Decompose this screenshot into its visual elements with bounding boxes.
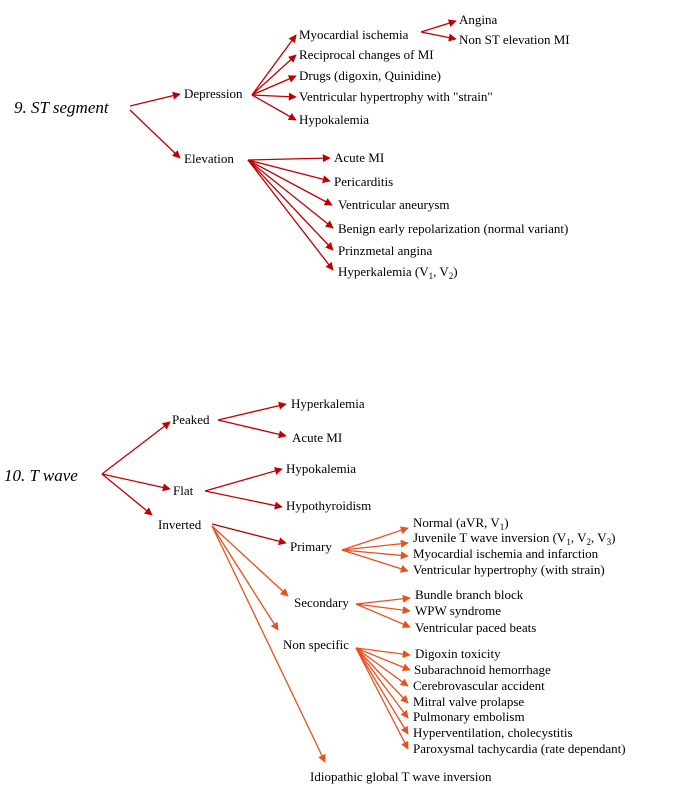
t-wave-heading: 10. T wave	[4, 466, 78, 485]
non-specific-item: Subarachnoid hemorrhage	[414, 662, 551, 677]
peaked-item: Hyperkalemia	[291, 396, 365, 411]
arrow-elevation-pericarditis	[247, 159, 331, 184]
primary-item-normal: Normal (aVR, V1)	[413, 515, 509, 532]
arrow-elevation-hyperkalemia	[247, 159, 334, 271]
arrow-nonspecific-tachycardia	[355, 647, 409, 750]
arrow-flat-hypokalemia	[204, 467, 283, 492]
t-wave-red-arrows	[101, 401, 287, 546]
arrow-depression-myocardial-ischemia	[251, 34, 297, 96]
elevation-item-hyperkalemia: Hyperkalemia (V1, V2)	[338, 264, 458, 281]
primary-item: Myocardial ischemia and infarction	[413, 546, 599, 561]
non-specific-item: Cerebrovascular accident	[413, 678, 545, 693]
flat-label: Flat	[173, 483, 194, 498]
arrow-depression-drugs	[251, 75, 297, 96]
depression-item: Reciprocal changes of MI	[299, 47, 434, 62]
st-segment-section: 9. ST segment Depression Elevation Myoca…	[14, 12, 570, 281]
non-specific-item: Paroxysmal tachycardia (rate dependant)	[413, 741, 626, 756]
secondary-item: Bundle branch block	[415, 587, 524, 602]
primary-label: Primary	[290, 539, 332, 554]
arrow-depression-hypertrophy	[251, 92, 297, 101]
arrow-nonspecific-pe	[355, 647, 409, 719]
arrow-inverted-primary	[211, 523, 287, 546]
arrow-flat-hypothyroidism	[204, 490, 283, 510]
arrow-st-to-elevation	[129, 109, 181, 159]
non-specific-item: Digoxin toxicity	[415, 646, 501, 661]
non-specific-item: Hyperventilation, cholecystitis	[413, 725, 573, 740]
secondary-label: Secondary	[294, 595, 349, 610]
arrow-ischemia-angina	[420, 19, 457, 33]
peaked-item: Acute MI	[292, 430, 342, 445]
secondary-item: WPW syndrome	[415, 603, 501, 618]
depression-item: Drugs (digoxin, Quinidine)	[299, 68, 441, 83]
arrow-peaked-hyperkalemia	[217, 401, 287, 421]
arrow-primary-juvenile	[341, 539, 409, 551]
ischemia-item: Non ST elevation MI	[459, 32, 570, 47]
arrow-peaked-acute-mi	[217, 419, 287, 439]
depression-label: Depression	[184, 86, 243, 101]
elevation-item: Benign early repolarization (normal vari…	[338, 221, 568, 236]
ischemia-item: Angina	[459, 12, 498, 27]
t-wave-section: 10. T wave	[4, 396, 626, 784]
secondary-item: Ventricular paced beats	[415, 620, 536, 635]
depression-item: Myocardial ischemia	[299, 27, 409, 42]
arrow-elevation-acute-mi	[247, 154, 331, 163]
arrow-elevation-aneurysm	[247, 159, 333, 206]
arrow-t-to-flat	[101, 473, 171, 492]
arrow-nonspecific-cva	[355, 647, 409, 687]
arrow-inverted-non-specific	[211, 525, 279, 631]
arrow-t-to-peaked	[101, 421, 171, 475]
elevation-item: Prinzmetal angina	[338, 243, 432, 258]
arrow-nonspecific-hyperventilation	[355, 647, 409, 735]
st-segment-heading: 9. ST segment	[14, 98, 110, 117]
depression-item: Hypokalemia	[299, 112, 369, 127]
arrow-primary-ischemia	[341, 549, 409, 560]
arrow-st-to-depression	[129, 91, 181, 107]
elevation-item: Acute MI	[334, 150, 384, 165]
non-specific-label: Non specific	[283, 637, 349, 652]
arrow-depression-hypokalemia	[251, 94, 297, 121]
arrow-elevation-repolarization	[247, 159, 334, 229]
arrow-nonspecific-sah	[355, 647, 411, 671]
arrow-elevation-prinzmetal	[247, 159, 334, 251]
arrow-secondary-bbb	[355, 594, 411, 605]
primary-item: Ventricular hypertrophy (with strain)	[413, 562, 605, 577]
idiopathic-item: Idiopathic global T wave inversion	[310, 769, 492, 784]
elevation-label: Elevation	[184, 151, 234, 166]
peaked-label: Peaked	[172, 412, 210, 427]
arrow-primary-normal	[341, 526, 409, 551]
non-specific-item: Pulmonary embolism	[413, 709, 525, 724]
arrow-t-to-inverted	[101, 473, 153, 516]
arrow-primary-hypertrophy	[341, 549, 409, 573]
arrow-depression-reciprocal	[251, 54, 297, 96]
non-specific-item: Mitral valve prolapse	[413, 694, 524, 709]
t-wave-orange-arrows	[211, 525, 411, 763]
arrow-nonspecific-mvp	[355, 647, 409, 704]
arrow-nonspecific-digoxin	[355, 647, 411, 659]
arrow-inverted-idiopathic	[211, 525, 326, 763]
elevation-item: Ventricular aneurysm	[338, 197, 450, 212]
inverted-label: Inverted	[158, 517, 202, 532]
arrow-secondary-wpw	[355, 603, 411, 615]
arrow-ischemia-nstemi	[420, 31, 457, 42]
elevation-item: Pericarditis	[334, 174, 393, 189]
primary-item-juvenile: Juvenile T wave inversion (V1, V2, V3)	[413, 530, 615, 547]
arrow-inverted-secondary	[211, 525, 289, 597]
st-arrows	[129, 19, 457, 271]
flat-item: Hypothyroidism	[286, 498, 371, 513]
depression-item: Ventricular hypertrophy with "strain"	[299, 89, 493, 104]
flat-item: Hypokalemia	[286, 461, 356, 476]
arrow-secondary-paced	[355, 603, 411, 628]
